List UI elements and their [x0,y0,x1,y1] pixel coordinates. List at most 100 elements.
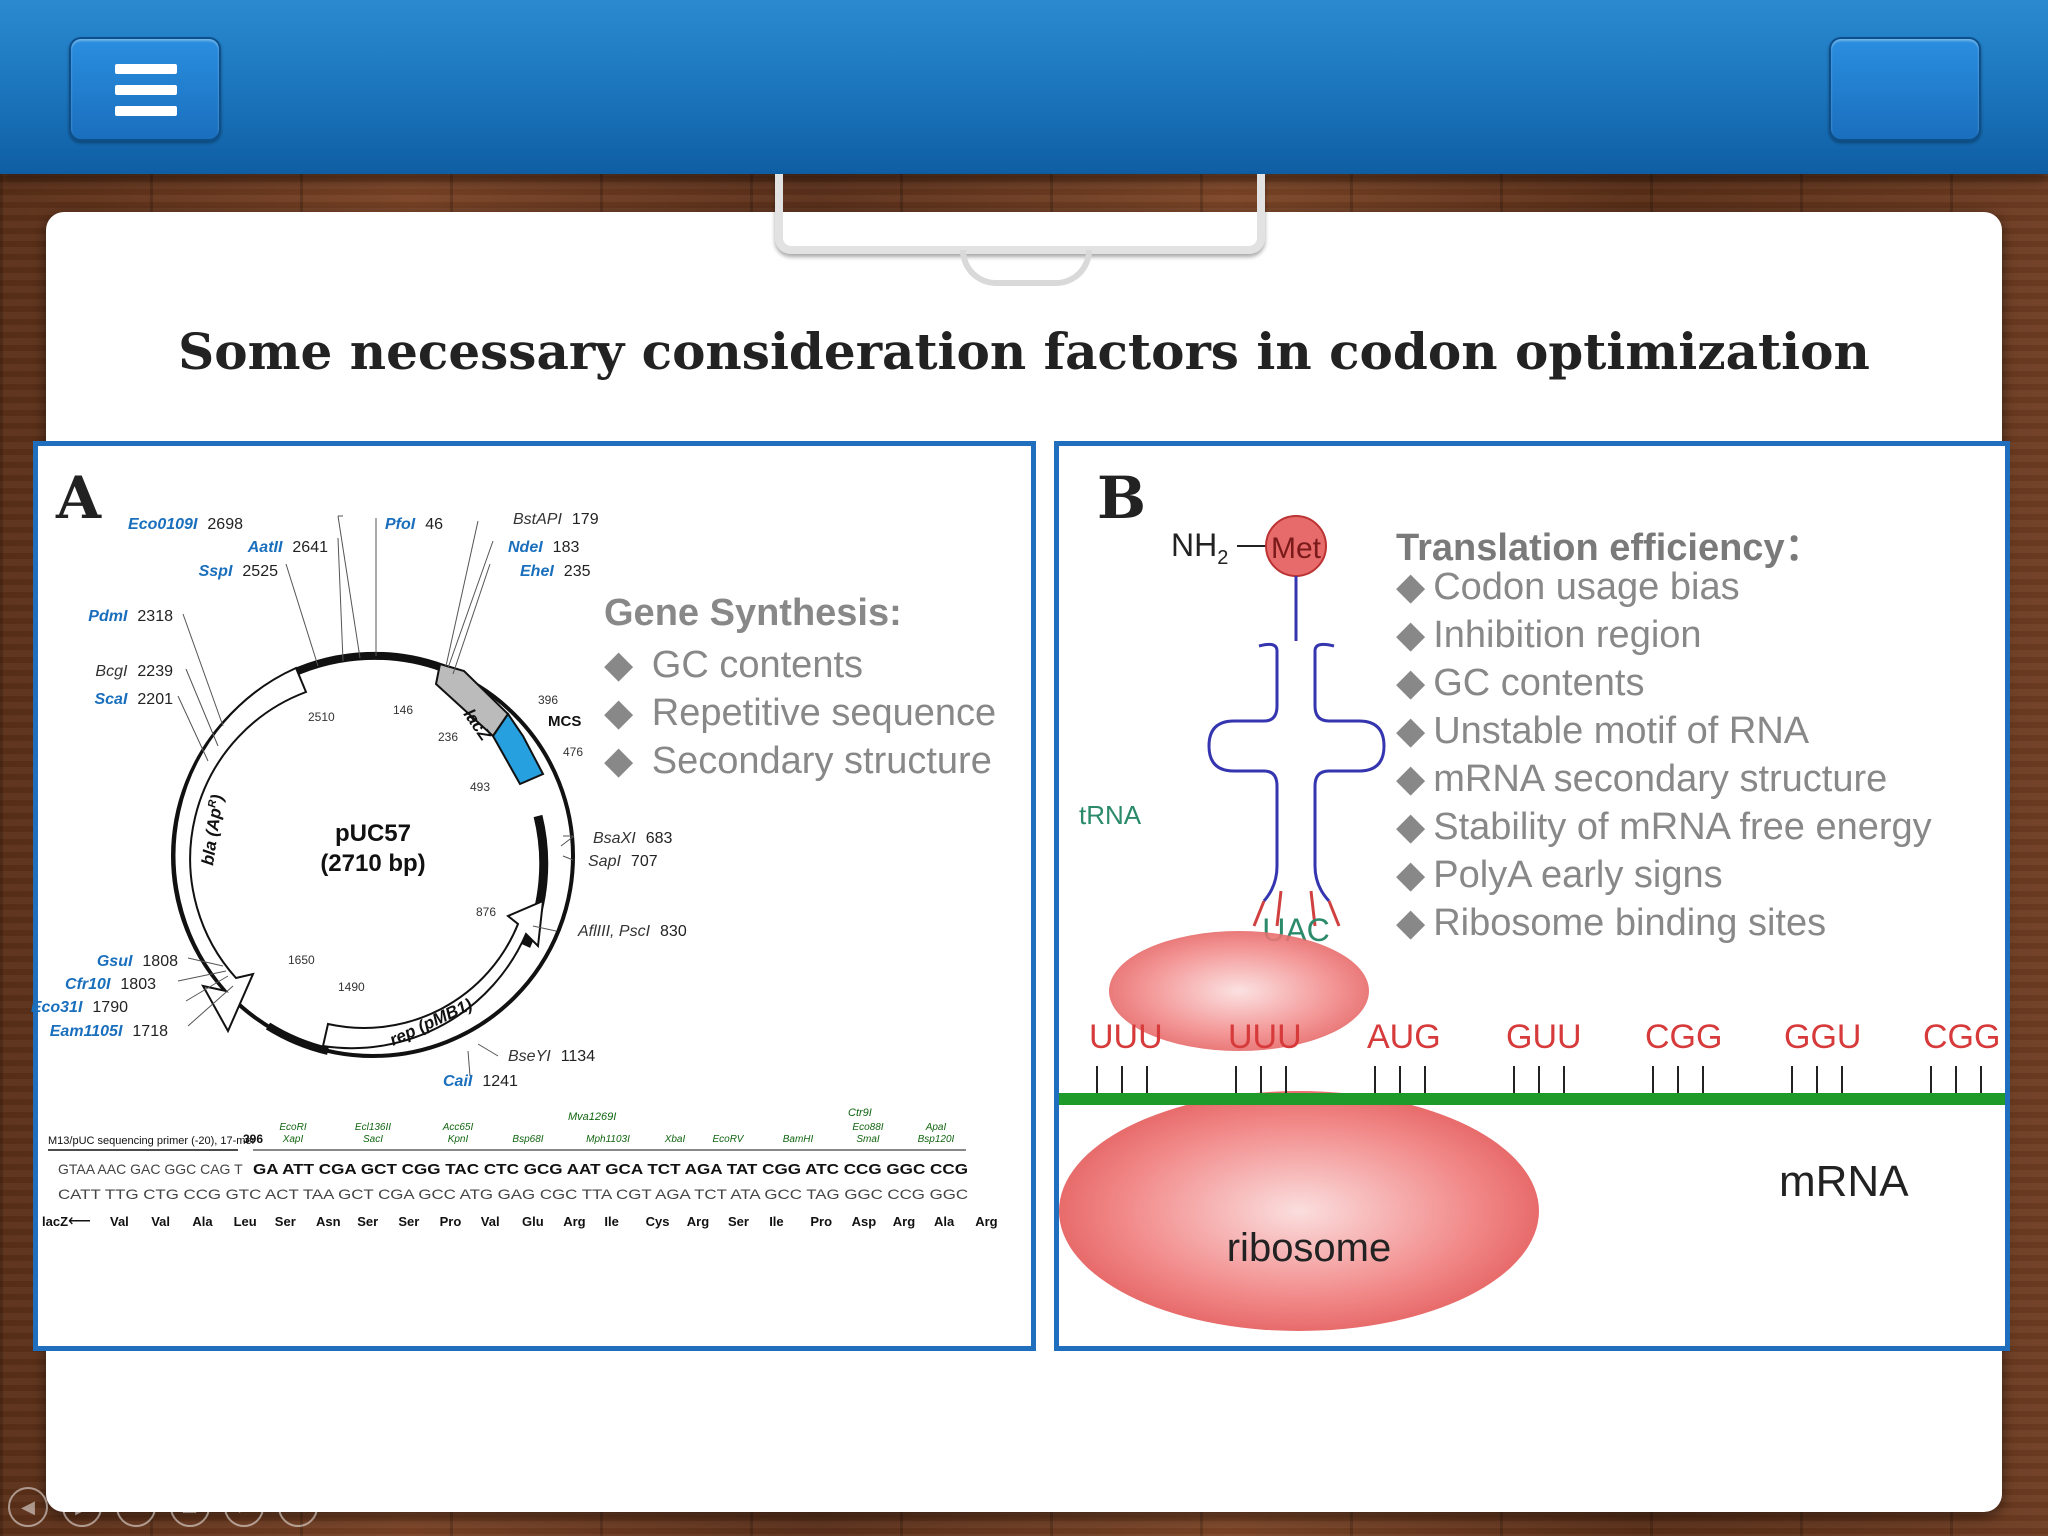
clipboard-knob [960,250,1092,286]
amino-acid-label: Arg [893,1214,915,1229]
inner-num: 146 [393,703,413,717]
amino-acid-label: Ser [357,1214,378,1229]
inner-num: 236 [438,730,458,744]
rep-arrow [321,899,545,1050]
amino-acid-label: Arg [687,1214,709,1229]
codon-label: GUU [1506,1018,1582,1056]
inner-num: 1650 [288,953,315,967]
diamond-bullet-icon: ◆ [604,740,634,782]
amino-acid-label: Cys [646,1214,670,1229]
inner-num: 476 [563,745,583,759]
plasmid-map: pUC57 (2710 bp) bla (ApR) lacZ rep (pMB1… [31,511,687,1090]
search-icon[interactable]: ⌕ [224,1487,264,1527]
diamond-bullet-icon: ◆ [1396,710,1426,752]
menu-button[interactable] [69,37,221,141]
ribosome-large-subunit [1059,1091,1539,1331]
codon-label: UUU [1089,1018,1163,1056]
pen-icon[interactable]: ✎ [116,1487,156,1527]
amino-acid-label: Asn [316,1214,341,1229]
inner-num: 493 [470,780,490,794]
gene-synthesis-item: ◆ GC contents [604,644,864,686]
ribosome-label: ribosome [1227,1226,1392,1270]
gene-bla-label: bla (ApR) [198,793,227,867]
mrna-strand [1059,1093,2005,1105]
diamond-bullet-icon: ◆ [1396,758,1426,800]
diamond-bullet-icon: ◆ [1396,854,1426,896]
amino-acid-label: Ile [604,1214,618,1229]
panel-a-letter: A [56,464,102,532]
translation-factor-item: ◆Unstable motif of RNA [1396,710,1810,752]
copy-icon[interactable]: ❐ [170,1487,210,1527]
more-icon[interactable]: ⋯ [278,1487,318,1527]
enzyme-label: Eco88I [852,1122,883,1133]
enzyme-label: Bsp120I [918,1134,955,1145]
play-icon[interactable]: ▶ [62,1487,102,1527]
panel-a: A pUC57 (2710 bp) bla (ApR) lacZ rep (pM… [31,441,1036,1351]
gene-synthesis-item: ◆ Repetitive sequence [604,692,997,734]
diamond-bullet-icon: ◆ [1396,614,1426,656]
enzyme-label: ApaI [925,1122,947,1133]
amino-acid-label: Val [151,1214,170,1229]
inner-num: 876 [476,905,496,919]
prev-icon[interactable]: ◀ [8,1487,48,1527]
nh2-label: NH2 [1171,527,1228,569]
primer-label: M13/pUC sequencing primer (-20), 17-mer [48,1135,256,1147]
top-toolbar [0,0,2048,174]
panel-b-letter: B [1097,464,1147,532]
slide-footer-toolbar: ◀ ▶ ✎ ❐ ⌕ ⋯ [8,1487,332,1527]
plasmid-name: pUC57 [335,820,411,847]
translation-factor-item: ◆GC contents [1396,662,1645,704]
diamond-bullet-icon: ◆ [1396,566,1426,608]
amino-acid-label: Ala [934,1214,955,1229]
seq-line2: CATT TTG CTG CCG GTC ACT TAA GCT CGA GCC… [58,1186,968,1202]
toolbar-right-button[interactable] [1829,37,1981,141]
translation-factor-item: ◆PolyA early signs [1396,854,1723,896]
left-arrow-icon: ⟵ [68,1213,91,1230]
inner-num: 396 [538,693,558,707]
enzyme-top: Ctr9I [848,1107,872,1119]
codon-label: GGU [1784,1018,1861,1056]
translation-factor-item: ◆Codon usage bias [1396,566,1740,608]
mcs-sequence: M13/pUC sequencing primer (-20), 17-mer … [42,1107,998,1230]
diamond-bullet-icon: ◆ [1396,806,1426,848]
enzyme-label: Mph1103I [586,1134,630,1145]
enzyme-label: KpnI [448,1134,469,1145]
amino-acid-label: Arg [975,1214,997,1229]
enzyme-top: Mva1269I [568,1111,616,1123]
enzyme-label: EcoRI [279,1122,306,1133]
amino-acid-label: Ser [398,1214,419,1229]
lacz-seq-label: lacZ [42,1214,68,1229]
translation-factor-item: ◆Ribosome binding sites [1396,902,1827,944]
mcs-label: MCS [548,713,581,730]
inner-numbers: 2510 146 236 396 476 493 876 1650 1490 [288,693,583,994]
site-leader-lines [177,515,575,1077]
enzyme-label: Ecl136II [355,1122,391,1133]
enzyme-label: EcoRV [713,1134,745,1145]
amino-acid-label: Leu [234,1214,257,1229]
gene-rep-label: rep (pMB1) [387,995,476,1050]
mcs-box [491,712,545,786]
diamond-bullet-icon: ◆ [604,692,634,734]
enzyme-label: BamHI [783,1134,814,1145]
enzyme-label: Bsp68I [512,1134,543,1145]
amino-acid-label: Ala [192,1214,213,1229]
diamond-bullet-icon: ◆ [604,644,634,686]
plasmid-size: (2710 bp) [320,850,425,877]
